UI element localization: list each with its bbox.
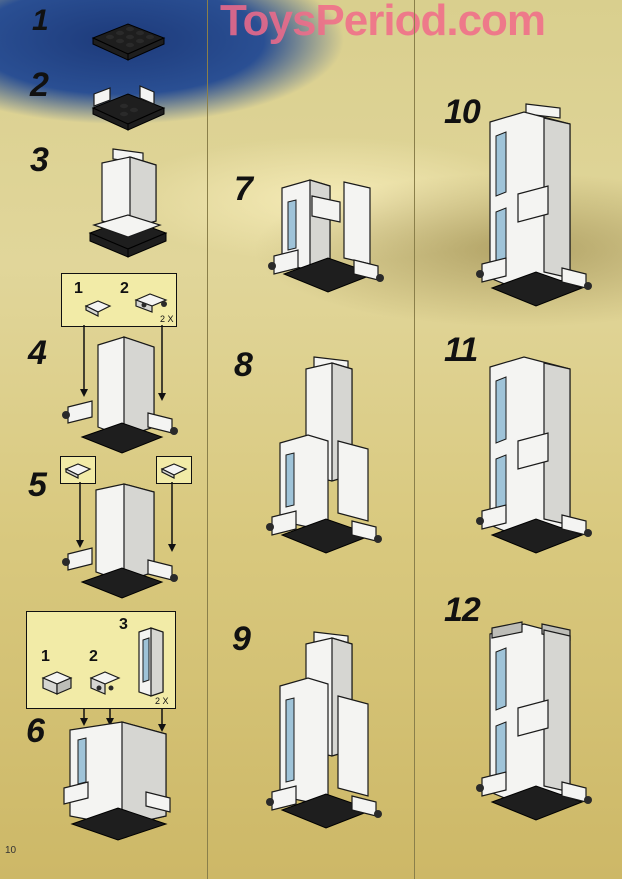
part-brick-icon (134, 293, 168, 313)
sub-assembly-box-6: 1 2 3 2 X (26, 611, 176, 709)
step-number-11: 11 (444, 331, 478, 369)
step-9-model (266, 631, 382, 829)
sub-step-label: 2 (120, 280, 129, 297)
watermark-text: ToysPeriod.com (220, 0, 546, 45)
step-7-model (268, 179, 384, 293)
part-box-right (156, 456, 192, 484)
part-box-left (60, 456, 96, 484)
step-number-8: 8 (234, 346, 253, 384)
step-number-10: 10 (444, 93, 481, 131)
part-brick-icon (89, 671, 121, 695)
step-3-model (88, 148, 168, 258)
sub-assembly-box-4: 1 2 2 X (61, 273, 177, 327)
column-divider (207, 0, 208, 879)
multiplier-label: 2 X (160, 314, 174, 324)
step-12-model (476, 621, 592, 821)
sub-step-label: 1 (41, 648, 50, 665)
step-6-model (63, 708, 171, 841)
step-number-7: 7 (234, 170, 253, 208)
step-number-9: 9 (232, 620, 251, 658)
column-divider (414, 0, 415, 879)
page-number: 10 (5, 845, 17, 856)
step-number-12: 12 (444, 591, 481, 629)
step-11-model (476, 356, 592, 554)
step-number-4: 4 (28, 334, 47, 372)
part-plate-icon (84, 300, 112, 317)
step-8-model (266, 356, 382, 554)
step-4-model (62, 325, 178, 454)
part-plate-icon (160, 463, 188, 479)
sub-step-label: 3 (119, 616, 128, 633)
step-5-model (62, 482, 178, 599)
sub-step-label: 2 (89, 648, 98, 665)
part-window-icon (138, 627, 164, 697)
part-plate-icon (64, 463, 92, 479)
multiplier-label: 2 X (155, 696, 169, 706)
step-number-2: 2 (30, 66, 49, 104)
step-number-3: 3 (30, 141, 49, 179)
step-number-5: 5 (28, 466, 47, 504)
part-corner-icon (41, 671, 73, 695)
step-2-model (91, 85, 166, 131)
step-number-1: 1 (32, 4, 49, 37)
step-number-6: 6 (26, 712, 45, 750)
sub-step-label: 1 (74, 280, 83, 297)
step-1-model (91, 23, 166, 61)
step-10-model (476, 103, 592, 307)
